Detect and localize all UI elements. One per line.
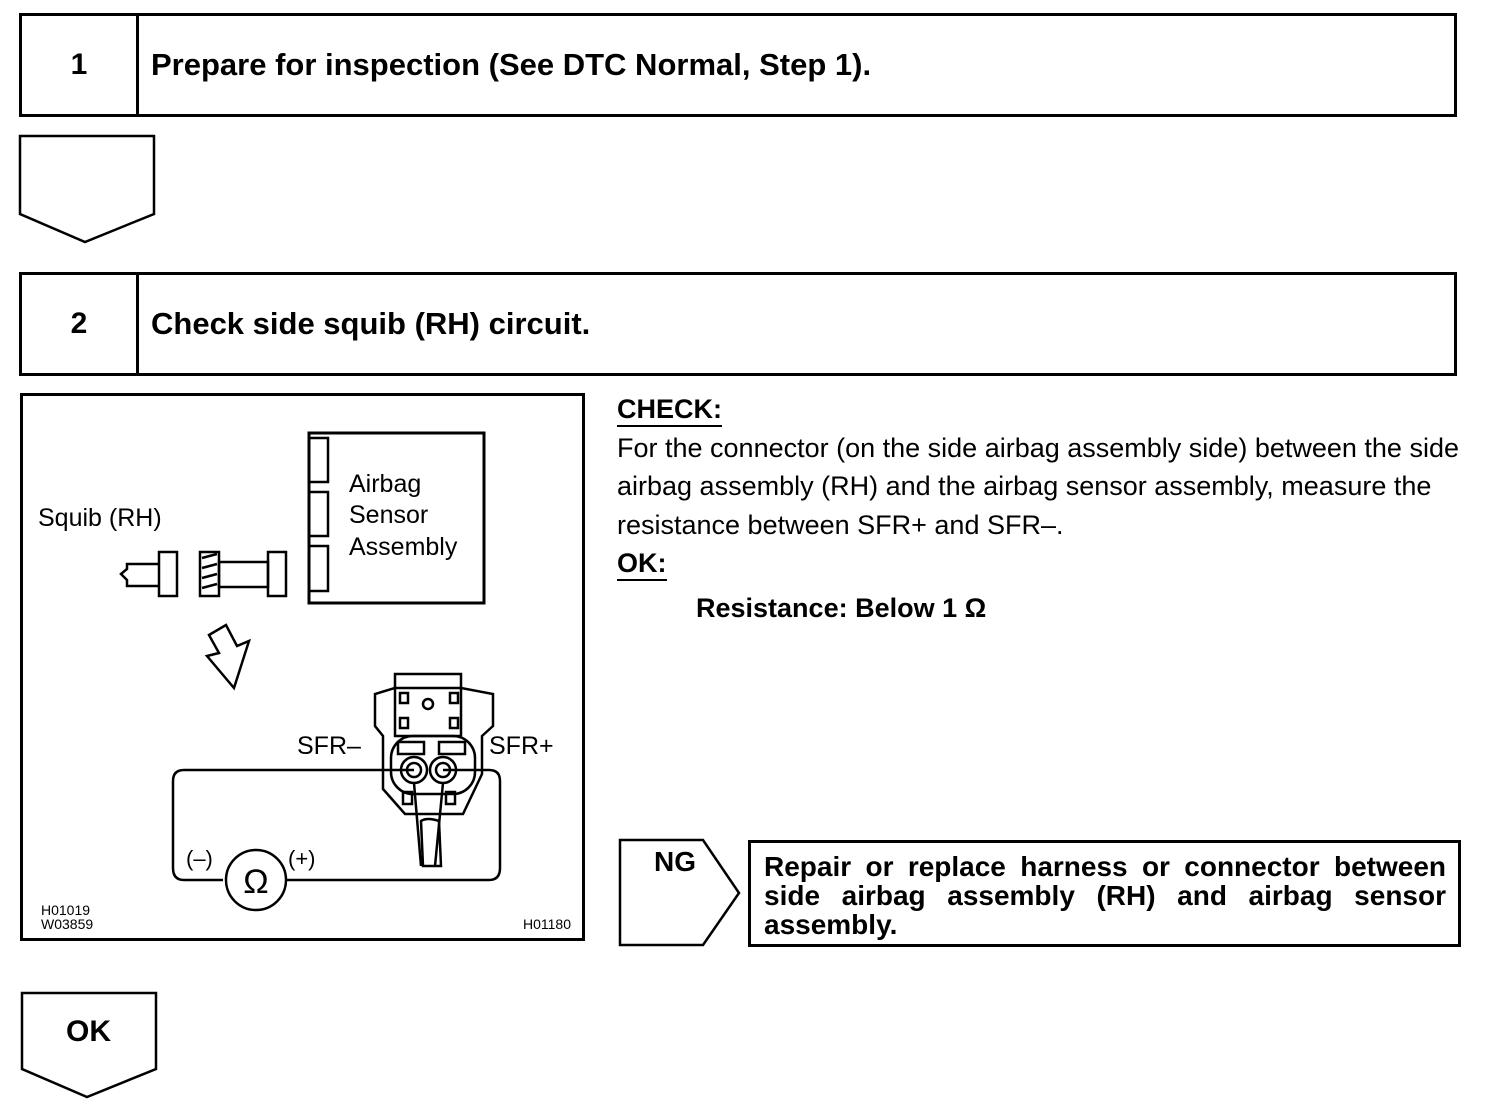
ng-flow-arrow-icon: [618, 838, 741, 947]
ok-label: OK: [66, 1015, 111, 1048]
ng-action-box: Repair or replace harness or connector b…: [748, 840, 1461, 947]
ok-flow-arrow-icon: [20, 991, 158, 1099]
check-body: For the connector (on the side airbag as…: [617, 432, 1459, 540]
sensor-label-line1: Airbag: [349, 470, 421, 498]
step-title: Check side squib (RH) circuit.: [151, 306, 591, 341]
flow-down-arrow-icon: [18, 134, 156, 244]
step-number: 2: [22, 275, 139, 373]
sfr-plus-label: SFR+: [489, 732, 554, 760]
sfr-minus-label: SFR–: [297, 732, 361, 760]
check-section: CHECK: For the connector (on the side ai…: [617, 390, 1477, 627]
figure-code-left-1: H01019: [41, 902, 90, 918]
figure-code-right: H01180: [523, 916, 571, 932]
ohmmeter-circuit: [171, 768, 502, 912]
ohm-symbol: Ω: [243, 863, 268, 901]
figure-code-left-2: W03859: [41, 916, 93, 932]
check-heading: CHECK:: [617, 394, 722, 427]
step-1-header: 1 Prepare for inspection (See DTC Normal…: [19, 13, 1457, 117]
ok-spec: Resistance: Below 1 Ω: [696, 592, 987, 623]
meter-minus-label: (–): [186, 846, 213, 871]
squib-label: Squib (RH): [38, 504, 162, 532]
sensor-label-line3: Assembly: [349, 533, 458, 561]
step-2-header: 2 Check side squib (RH) circuit.: [19, 272, 1457, 376]
ng-label: NG: [654, 846, 696, 877]
sensor-label-line2: Sensor: [349, 501, 428, 529]
squib-connector-icon: [119, 550, 288, 598]
inspection-figure: Airbag Sensor Assembly Squib (RH): [20, 393, 585, 941]
step-title: Prepare for inspection (See DTC Normal, …: [151, 47, 872, 82]
view-direction-arrow-icon: [204, 623, 252, 691]
connector-face-icon: [373, 672, 495, 868]
ok-heading: OK:: [617, 548, 667, 581]
step-number: 1: [22, 16, 139, 114]
ohmmeter-icon: [224, 848, 288, 912]
meter-plus-label: (+): [288, 846, 316, 871]
